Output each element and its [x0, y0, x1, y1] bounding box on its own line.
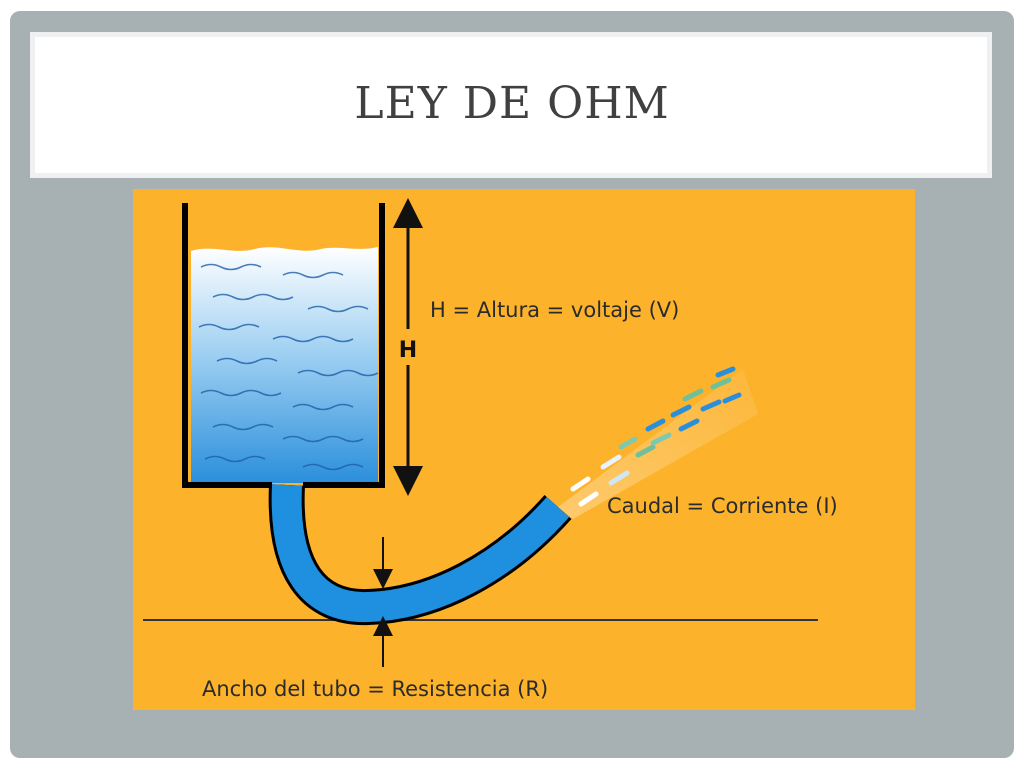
slide-title: LEY DE OHM: [354, 78, 670, 129]
title-box: [30, 32, 992, 178]
height-label-gap: [395, 329, 421, 365]
height-marker: H: [399, 338, 417, 363]
tank-water: [191, 247, 378, 483]
ohms-law-diagram: H H = Altura = voltaje (V) Caudal = Corr…: [133, 189, 915, 710]
pipe: [271, 484, 570, 623]
water-spray: [558, 366, 758, 519]
current-label: Caudal = Corriente (I): [607, 494, 838, 518]
water-ripples: [198, 263, 379, 471]
voltage-label: H = Altura = voltaje (V): [430, 298, 679, 322]
tank: [182, 203, 385, 488]
resistance-label: Ancho del tubo = Resistencia (R): [202, 677, 548, 701]
